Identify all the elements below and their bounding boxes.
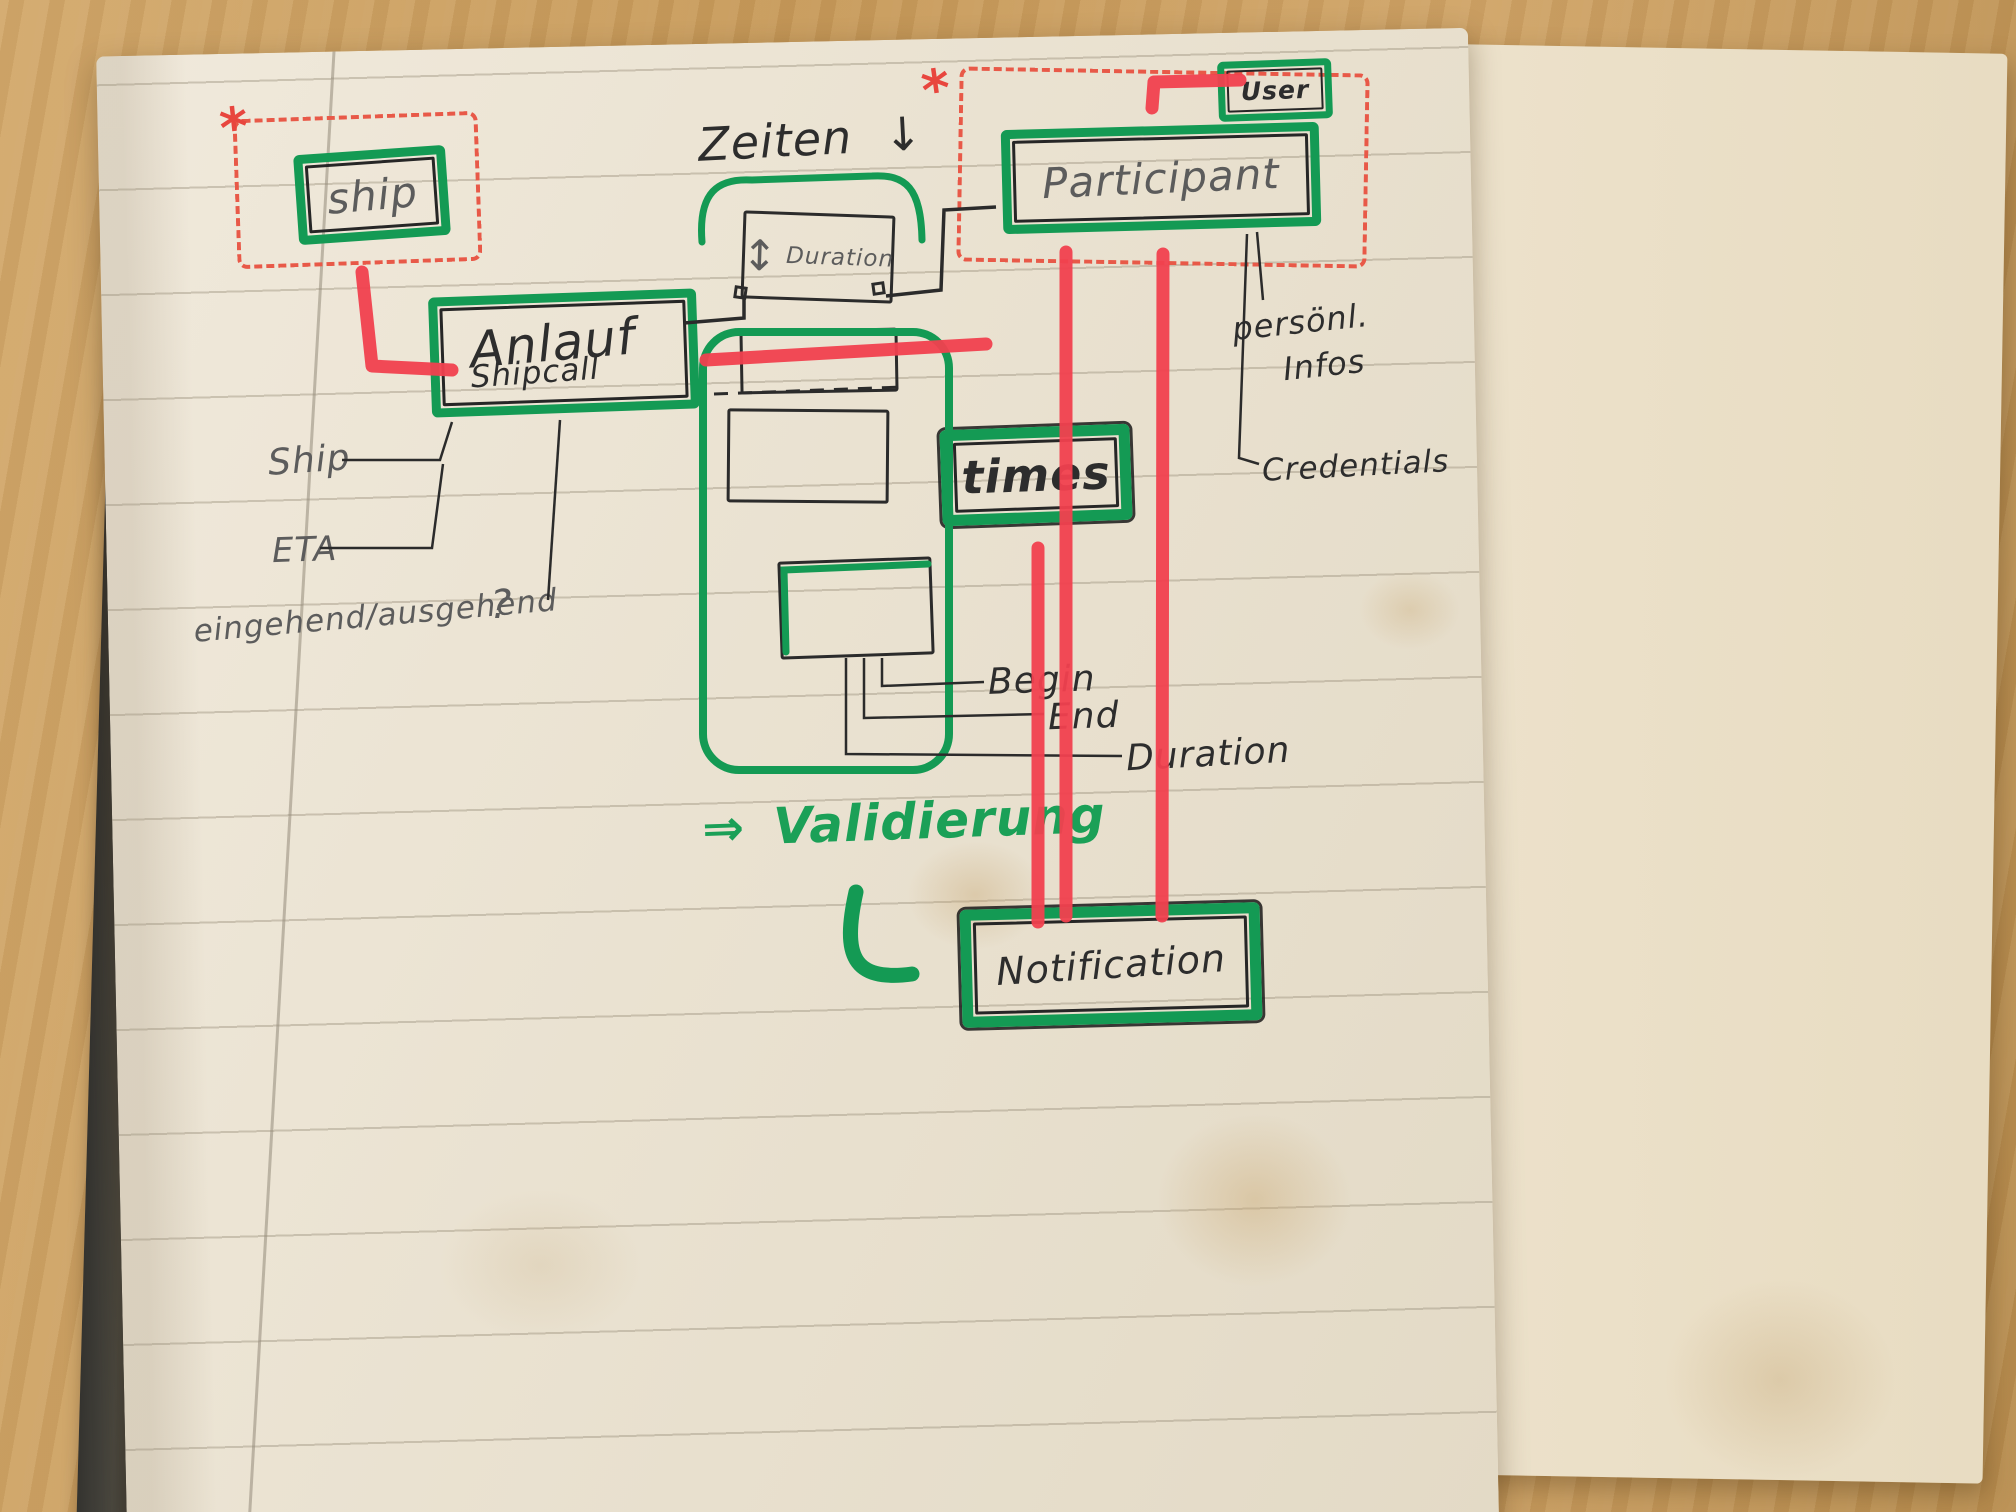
record-box-2 (726, 408, 890, 504)
coffee-stain (1340, 555, 1480, 665)
entity-notification-label: Notification (994, 936, 1228, 994)
attr-duration-label: Duration (1125, 729, 1292, 780)
record-box-1 (739, 327, 899, 395)
coffee-stain (1620, 1240, 1940, 1512)
validierung-label: Validierung (772, 785, 1107, 856)
zeiten-label: Zeiten (696, 109, 854, 172)
attr-inout-question: ? (490, 582, 513, 628)
entity-participant: Participant (1000, 121, 1322, 235)
entity-duration-label: Duration (785, 242, 895, 273)
attr-ship-label: Ship (266, 437, 352, 484)
entity-ship: ship (293, 144, 451, 246)
record-box-3 (777, 556, 935, 660)
coffee-stain (400, 1160, 680, 1370)
entity-notification: Notification (959, 902, 1263, 1028)
entity-anlauf-sublabel: Shipcall (469, 350, 601, 396)
entity-ship-label: ship (324, 166, 420, 224)
entity-times-label: times (960, 445, 1112, 505)
connector-square-icon (871, 281, 886, 296)
entity-user-label: User (1240, 74, 1310, 106)
attr-eta-label: ETA (271, 528, 339, 572)
entity-times: times (939, 423, 1133, 527)
entity-anlauf: Anlauf Shipcall (427, 288, 701, 418)
entity-participant-label: Participant (1041, 148, 1281, 208)
coffee-stain (1120, 1080, 1390, 1320)
down-arrow-icon: ↓ (882, 106, 925, 163)
entity-user: User (1216, 58, 1334, 122)
updown-arrow-icon: ↕ (741, 229, 780, 281)
connector-square-icon (733, 285, 748, 300)
attr-end-label: End (1047, 694, 1121, 739)
double-arrow-icon: ⇒ (701, 798, 747, 859)
